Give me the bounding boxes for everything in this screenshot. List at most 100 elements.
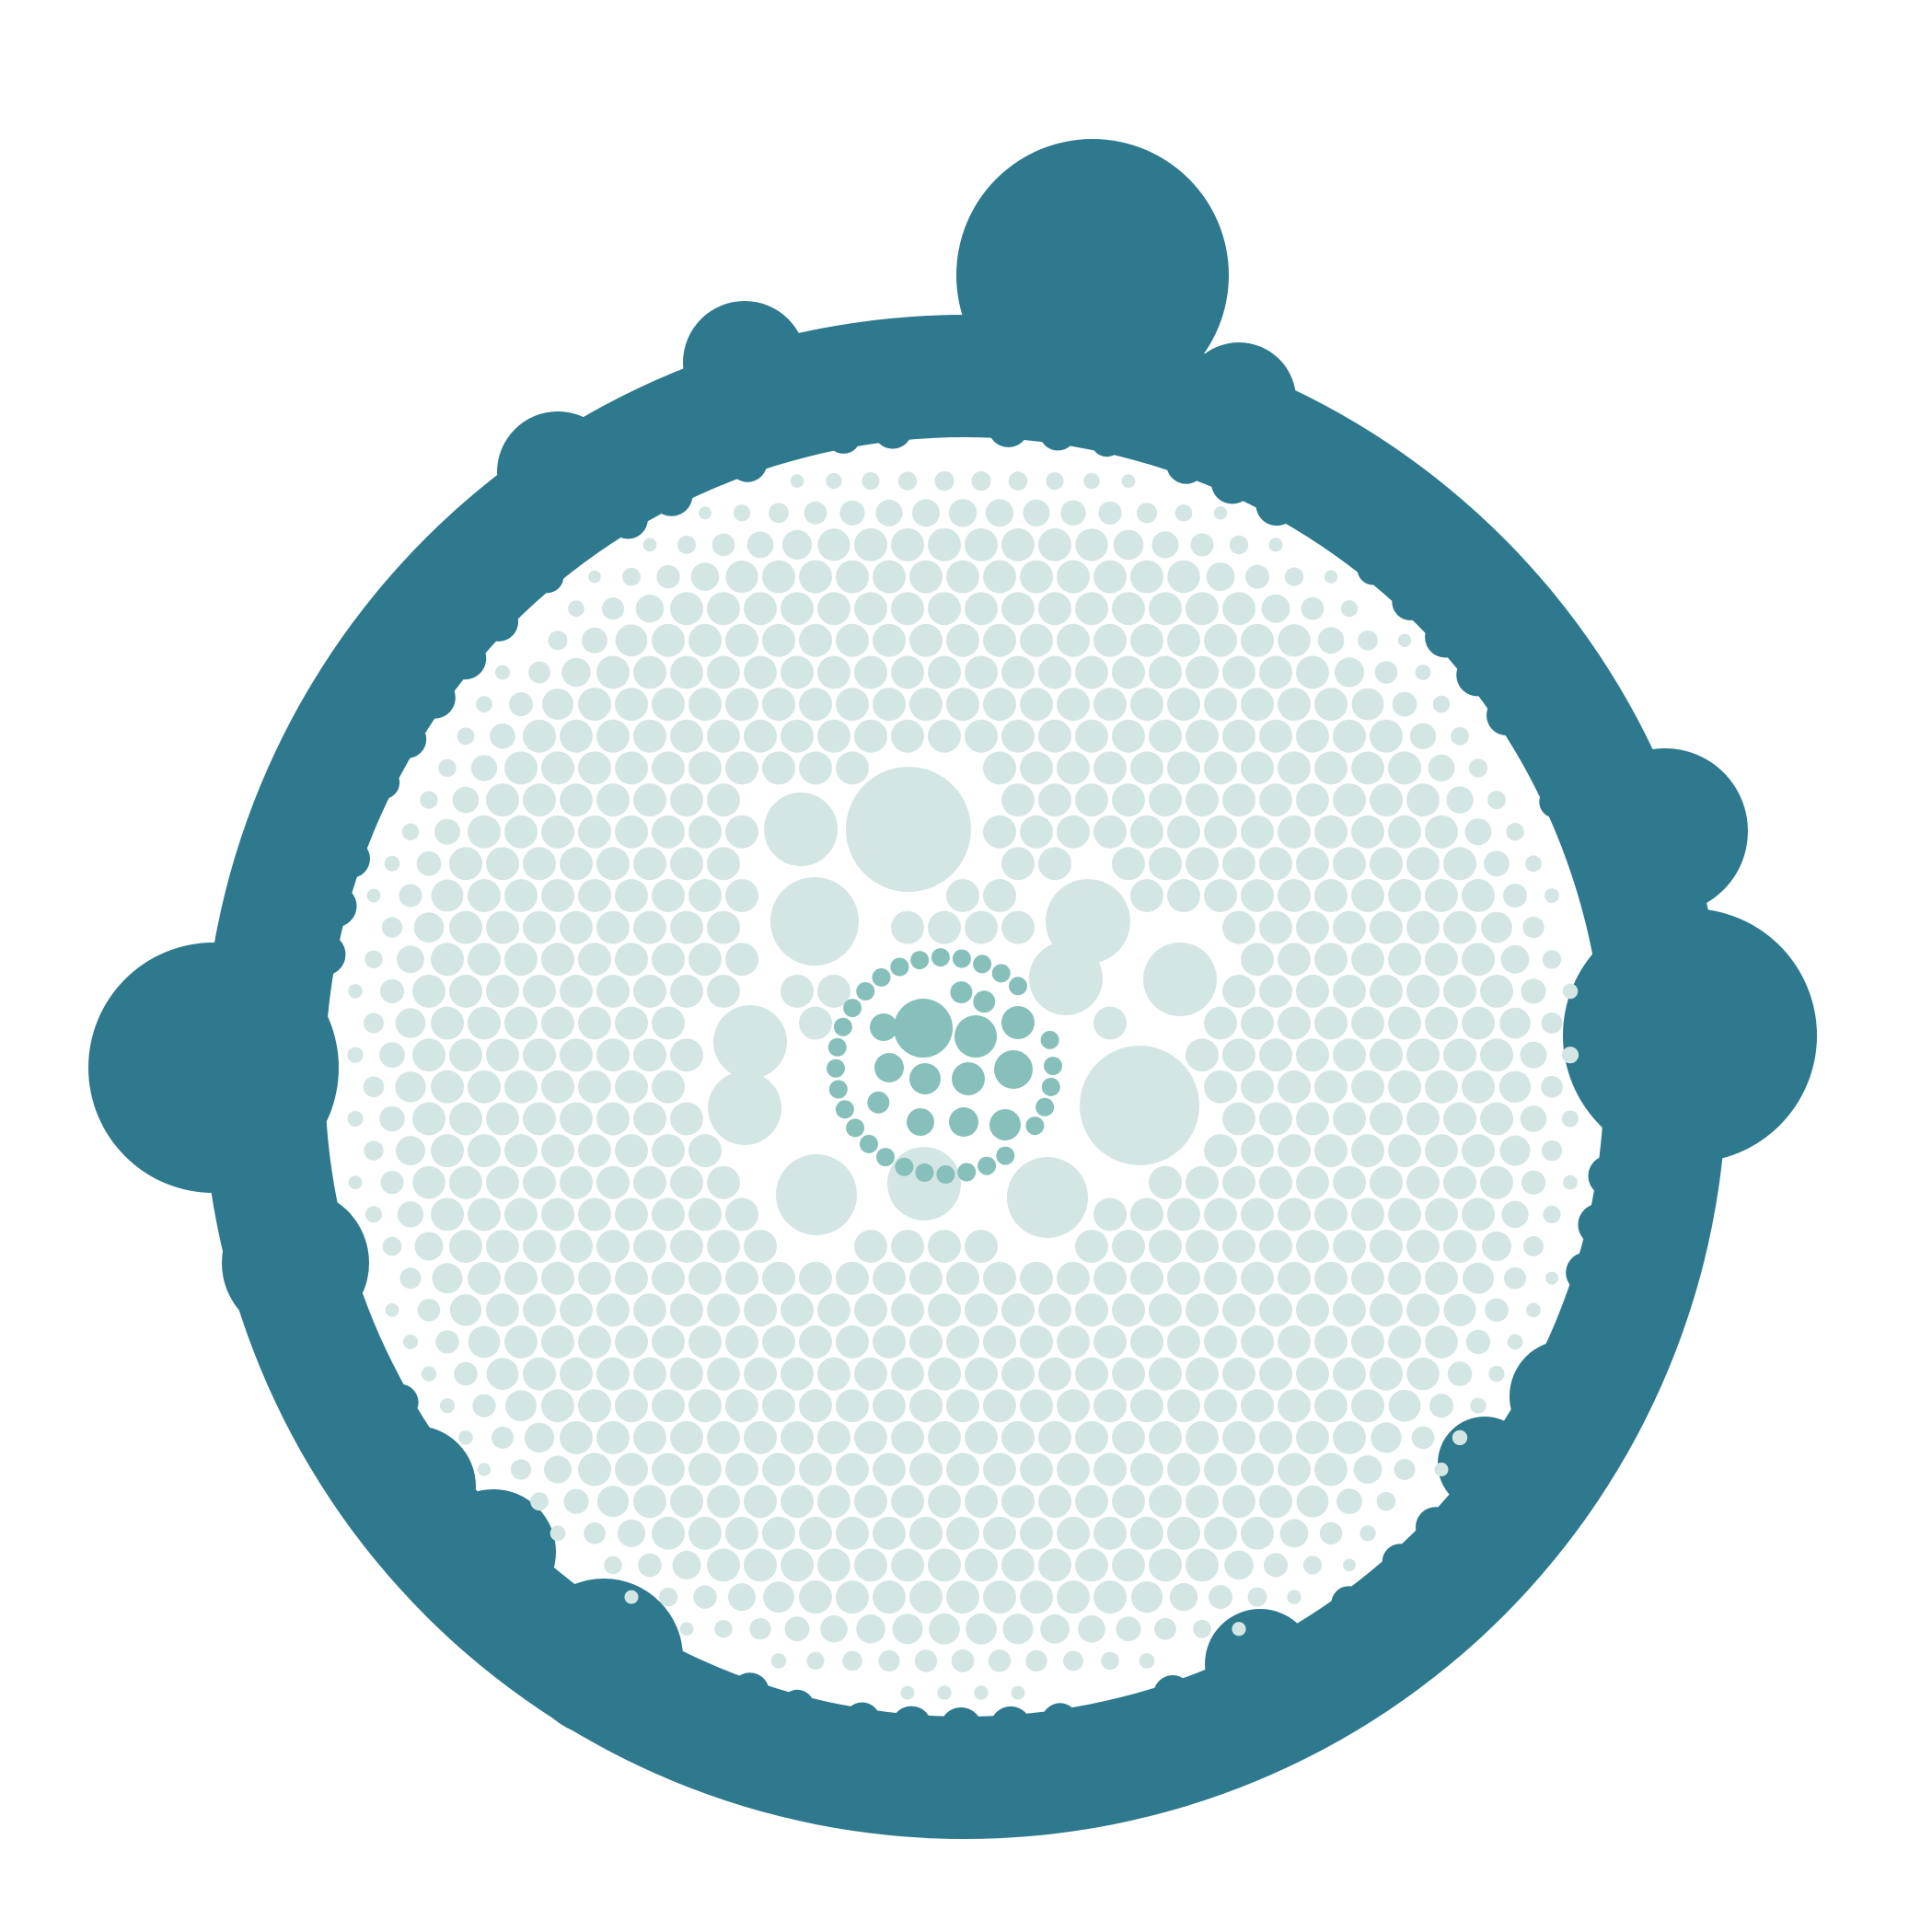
ring-bubble-small [840,1793,850,1803]
disc-bubble [799,1516,832,1550]
disc-bubble [1462,1070,1495,1104]
ring-bubble-small [1604,727,1614,737]
ring-bubble-small [1350,1703,1360,1713]
disc-bubble [699,506,711,520]
ring-bubble-small [885,334,895,344]
ring-bubble-small [1433,1658,1443,1668]
disc-bubble [615,1134,648,1168]
ring-bubble-small [470,500,480,510]
ring-bubble-small [311,1455,321,1465]
ring-bubble-small [1636,1377,1646,1387]
ring-bubble [843,1702,881,1739]
disc-bubble [524,1422,555,1453]
ring-bubble-small [361,654,371,663]
disc-bubble [770,1653,787,1669]
ring-bubble-small [217,1200,227,1210]
disc-bubble [725,1325,758,1359]
ring-bubble-small [949,1824,959,1834]
ring-bubble-small [617,414,627,424]
disc-bubble [458,1430,473,1445]
disc-bubble [1498,1070,1532,1104]
ring-bubble-small [1492,1589,1502,1599]
ring-bubble-small [1096,1790,1106,1799]
ring-bubble-small [366,627,376,637]
disc-bubble [1425,879,1458,912]
disc-bubble [965,592,998,626]
ring-bubble-small [866,325,876,335]
ring-bubble [1485,1512,1528,1556]
ring-bubble-small [403,582,413,592]
ring-bubble-small [875,1820,885,1830]
disc-bubble [891,1420,924,1454]
disc-bubble [1333,974,1366,1008]
ring-bubble-small [664,403,674,413]
disc-bubble [983,751,1016,785]
disc-bubble [1093,1452,1127,1487]
disc-bubble [1204,1197,1237,1232]
core-bubble [828,1080,848,1099]
disc-bubble [749,1618,771,1640]
ring-bubble [727,443,768,482]
disc-bubble [468,1070,501,1104]
ring-bubble-small [472,1616,482,1626]
disc-bubble [909,1325,943,1359]
disc-bubble [1268,538,1283,552]
disc-bubble [711,533,735,557]
disc-bubble [596,910,630,944]
disc-bubble [652,879,685,912]
disc-bubble [928,1357,961,1391]
ring-bubble-small [234,872,244,882]
disc-bubble [672,1550,701,1579]
ring-bubble-small [887,344,897,354]
core-bubble [835,1100,854,1119]
disc-bubble [486,847,519,881]
disc-bubble [642,538,657,552]
ring-bubble-small [1433,501,1443,511]
ring-bubble-small [599,411,609,421]
ring-bubble-small [817,332,827,342]
ring-bubble-small [229,887,239,897]
disc-bubble [1057,1516,1090,1550]
ring-bubble-small [1014,1800,1024,1811]
disc-bubble-large [887,1147,961,1221]
ring-bubble-small [1557,1492,1568,1502]
ring-bubble-small [452,516,462,526]
outer-ring-small-bubbles [217,319,1716,1834]
disc-bubble [550,1525,566,1542]
disc-bubble [568,600,584,617]
disc-bubble [799,751,832,785]
ring-bubble-small [1121,1796,1131,1806]
disc-bubble [1296,719,1329,753]
disc-bubble [1388,879,1421,912]
ring-bubble-small [388,582,399,592]
disc-bubble [891,1548,924,1582]
disc-bubble [1209,1585,1232,1610]
disc-bubble [486,910,519,944]
ring-bubble-small [1706,1171,1716,1181]
disc-bubble [1521,1170,1546,1195]
ring-bubble-small [377,595,388,604]
disc-bubble [414,1232,444,1261]
disc-bubble [523,1102,556,1136]
ring-bubble-small [948,1802,958,1812]
ring-bubble-small [258,831,268,840]
ring-bubble [330,839,370,879]
ring-bubble-small [644,388,654,399]
disc-bubble [1343,1558,1356,1572]
disc-bubble [1333,1165,1366,1199]
disc-bubble [688,1452,722,1487]
ring-bubble-small [1255,1753,1265,1763]
ring-bubble-small [1122,1807,1132,1817]
disc-bubble [548,631,568,651]
disc-bubble [946,879,979,912]
ring-bubble-small [405,1581,415,1591]
ring-bubble-small [1428,510,1438,520]
disc-bubble [1057,1325,1090,1359]
disc-bubble [439,1398,456,1414]
disc-bubble [965,1357,998,1391]
ring-bubble-small [258,1344,268,1353]
disc-bubble [909,623,943,657]
disc-bubble [1406,1357,1440,1391]
disc-bubble [1224,1550,1254,1580]
disc-bubble [1480,1038,1513,1072]
